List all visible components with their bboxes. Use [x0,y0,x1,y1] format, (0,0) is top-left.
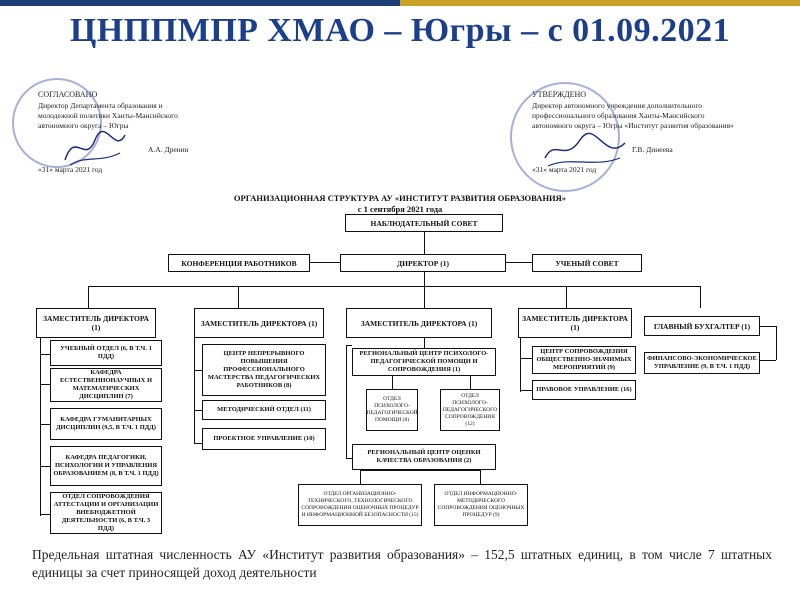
org-unit: ОТДЕЛ ОРГАНИЗАЦИОННО-ТЕХНИЧЕСКОГО, ТЕХНО… [298,484,422,526]
org-deputy-2: ЗАМЕСТИТЕЛЬ ДИРЕКТОРА (1) [194,308,324,338]
connector [776,326,777,360]
org-director: ДИРЕКТОР (1) [340,254,506,272]
approval-right-line: автономного округа – Югры «Институт разв… [532,121,734,130]
connector [346,345,352,346]
org-unit: КАФЕДРА ГУМАНИТАРНЫХ ДИСЦИПЛИН (9,5, в т… [50,408,162,440]
org-chief-accountant: ГЛАВНЫЙ БУХГАЛТЕР (1) [644,316,760,336]
connector [392,375,393,389]
org-unit: МЕТОДИЧЕСКИЙ ОТДЕЛ (11) [202,400,326,420]
org-board: НАБЛЮДАТЕЛЬНЫЙ СОВЕТ [345,214,503,232]
connector [424,338,425,352]
connector [194,336,195,444]
connector [40,336,41,516]
org-deputy-3: ЗАМЕСТИТЕЛЬ ДИРЕКТОРА (1) [346,308,492,338]
connector [566,286,567,308]
org-academic-council: УЧЕНЫЙ СОВЕТ [532,254,642,272]
connector [424,270,425,286]
connector [470,375,471,389]
connector [760,360,776,361]
signature-left [64,130,126,166]
connector [40,466,50,467]
org-unit: УЧЕБНЫЙ ОТДЕЛ (6, в т.ч. 1 ПДД) [50,340,162,366]
org-unit: РЕГИОНАЛЬНЫЙ ЦЕНТР ОЦЕНКИ КАЧЕСТВА ОБРАЗ… [352,444,496,470]
connector [760,326,776,327]
document-title-date: с 1 сентября 2021 года [357,204,443,214]
org-unit: ЦЕНТР СОПРОВОЖДЕНИЯ ОБЩЕСТВЕННО-ЗНАЧИМЫХ… [532,346,636,374]
org-unit: ОТДЕЛ ИНФОРМАЦИОННО-МЕТОДИЧЕСКОГО СОПРОВ… [434,484,528,526]
approval-right-name: Г.В. Динеева [632,145,673,154]
connector [40,424,50,425]
connector [238,286,239,308]
document-title: ОРГАНИЗАЦИОННАЯ СТРУКТУРА АУ «ИНСТИТУТ Р… [0,193,800,215]
connector [360,470,480,471]
connector [40,384,50,385]
org-unit: КАФЕДРА ЕСТЕСТВЕННОНАУЧНЫХ И МАТЕМАТИЧЕС… [50,368,162,402]
connector [520,358,532,359]
connector [520,390,532,391]
approval-left-date: «31» марта 2021 год [38,165,103,174]
approval-left-name: А.А. Дренин [148,145,189,154]
org-unit: КАФЕДРА ПЕДАГОГИКИ, ПСИХОЛОГИИ И УПРАВЛЕ… [50,446,162,486]
footer-note: Предельная штатная численность АУ «Инсти… [32,547,772,580]
approval-right-line: Директор автономного учреждения дополнит… [532,101,703,110]
org-deputy-4: ЗАМЕСТИТЕЛЬ ДИРЕКТОРА (1) [518,308,632,338]
org-unit: ПРАВОВОЕ УПРАВЛЕНИЕ (16) [532,380,636,400]
approval-right-line: профессионального образования Ханты-Манс… [532,111,705,120]
approval-left-line: Директор Департамента образования и [38,101,163,110]
connector [194,410,202,411]
connector [194,443,202,444]
connector [480,470,481,484]
slide-title: ЦНППМПР ХМАО – Югры – с 01.09.2021 [69,12,731,49]
org-deputy-1: ЗАМЕСТИТЕЛЬ ДИРЕКТОРА (1) [36,308,156,338]
connector [424,286,425,308]
org-conference: КОНФЕРЕНЦИЯ РАБОТНИКОВ [168,254,310,272]
connector [194,370,202,371]
org-unit: ЦЕНТР НЕПРЕРЫВНОГО ПОВЫШЕНИЯ ПРОФЕССИОНА… [202,344,326,396]
connector [40,514,50,515]
connector [346,345,347,458]
connector [88,286,89,308]
connector [520,336,521,392]
connector [424,232,425,254]
top-accent-bar [0,0,800,8]
connector [700,286,701,308]
org-unit: ОТДЕЛ СОПРОВОЖДЕНИЯ АТТЕСТАЦИИ И ОРГАНИЗ… [50,492,162,534]
connector [506,262,532,263]
org-unit: РЕГИОНАЛЬНЫЙ ЦЕНТР ПСИХОЛОГО-ПЕДАГОГИЧЕС… [352,348,496,376]
signature-right [544,132,626,167]
org-unit: ФИНАНСОВО-ЭКОНОМИЧЕСКОЕ УПРАВЛЕНИЕ (9, в… [644,352,760,374]
connector [360,470,361,484]
document-title-main: ОРГАНИЗАЦИОННАЯ СТРУКТУРА АУ «ИНСТИТУТ Р… [233,193,567,203]
connector [40,354,50,355]
org-unit: ОТДЕЛ ПСИХОЛОГО-ПЕДАГОГИЧЕСКОЙ ПОМОЩИ (8… [366,389,418,431]
org-unit: ОТДЕЛ ПСИХОЛОГО-ПЕДАГОГИЧЕСКОГО СОПРОВОЖ… [440,389,500,431]
approval-left-line: молодежной политики Ханты-Мансийского [38,111,178,120]
connector [88,286,700,287]
org-unit: ПРОЕКТНОЕ УПРАВЛЕНИЕ (10) [202,428,326,450]
stamp-left [12,78,102,168]
stamp-right [510,82,620,192]
connector [346,458,352,459]
connector [310,262,340,263]
